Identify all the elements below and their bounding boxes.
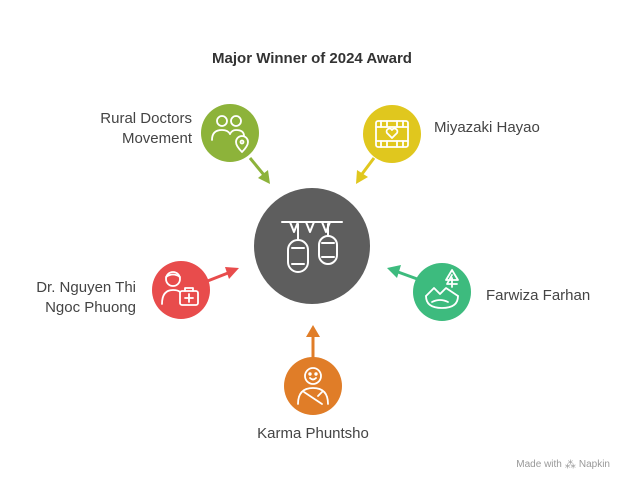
label-karma: Karma Phuntsho (213, 424, 413, 444)
label-line: Ngoc Phuong (45, 299, 136, 316)
center-node (254, 188, 370, 304)
monk-icon (297, 367, 329, 405)
label-line: Movement (121, 130, 192, 147)
made-with-text: Made with (516, 459, 562, 470)
label-miyazaki: Miyazaki Hayao (434, 118, 540, 138)
label-line: Farwiza Farhan (486, 287, 591, 304)
arrow-rural-doctors (248, 157, 270, 184)
label-rural-doctors: Rural Doctors Movement (100, 109, 192, 149)
label-line: Karma Phuntsho (257, 425, 369, 442)
node-karma (284, 357, 342, 415)
node-farwiza (413, 263, 471, 321)
diagram-title: Major Winner of 2024 Award (212, 50, 412, 67)
arrow-miyazaki (356, 157, 376, 184)
film-heart-icon (375, 120, 409, 148)
label-line: Rural Doctors (100, 110, 192, 127)
label-line: Dr. Nguyen Thi (36, 279, 136, 296)
arrow-nguyen (204, 267, 239, 284)
lantern-icon (281, 221, 343, 273)
people-location-icon (211, 115, 249, 153)
doctor-kit-icon (161, 271, 199, 306)
node-miyazaki (363, 105, 421, 163)
footer-attribution: Made with ⁂ Napkin (516, 458, 610, 471)
node-rural-doctors (201, 104, 259, 162)
node-nguyen (152, 261, 210, 319)
label-nguyen: Dr. Nguyen Thi Ngoc Phuong (36, 278, 136, 318)
arrow-karma (306, 325, 320, 358)
arrow-farwiza (387, 265, 421, 282)
landscape-tree-icon (425, 269, 459, 309)
label-line: Miyazaki Hayao (434, 119, 540, 136)
napkin-logo-icon: ⁂ (564, 459, 576, 471)
label-farwiza: Farwiza Farhan (486, 286, 590, 306)
brand-text: Napkin (578, 459, 610, 470)
